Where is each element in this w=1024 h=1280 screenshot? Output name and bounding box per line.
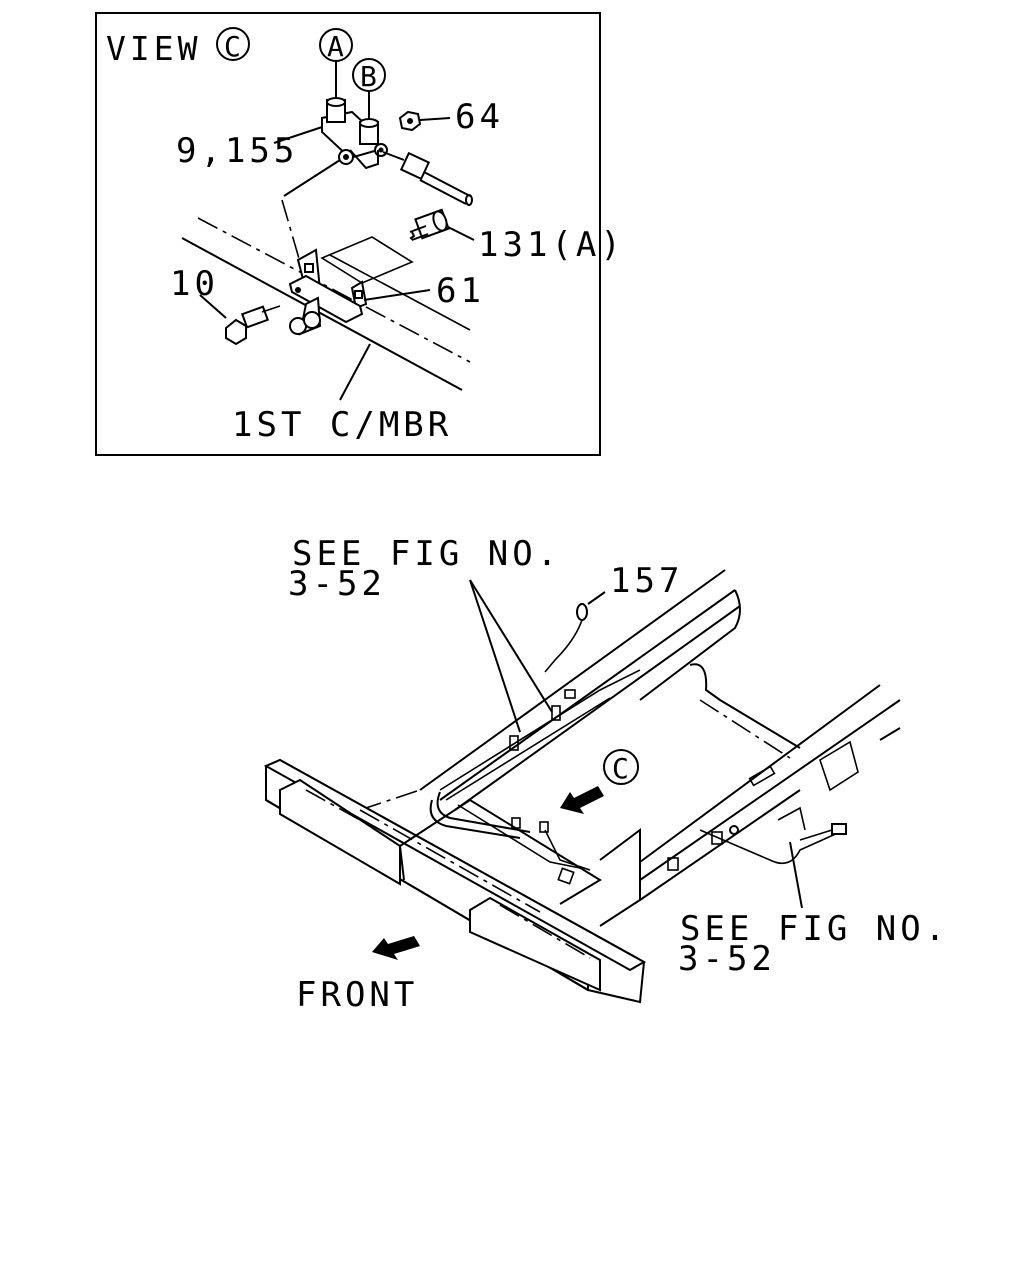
leader-crossmember bbox=[339, 343, 371, 401]
right-connector bbox=[729, 823, 847, 841]
pipe-marker-a: A bbox=[319, 28, 353, 102]
callout-junction: 9,155 bbox=[176, 131, 298, 171]
callout-nut: 64 bbox=[455, 97, 504, 137]
front-label: FRONT bbox=[296, 975, 418, 1015]
svg-text:B: B bbox=[360, 60, 377, 93]
svg-text:A: A bbox=[327, 30, 344, 63]
front-crossmember bbox=[359, 798, 602, 913]
see-fig-upper-line2: 3-52 bbox=[288, 564, 386, 604]
view-title: VIEW bbox=[106, 29, 201, 68]
crossmember-beam bbox=[181, 217, 471, 391]
pipe-fitting bbox=[382, 151, 473, 206]
view-detail-frame bbox=[95, 12, 601, 456]
sensor-157 bbox=[544, 591, 606, 673]
callout-bolt-upper: 131(A) bbox=[478, 225, 625, 265]
see-fig-lower: SEE FIG NO. 3-52 bbox=[678, 841, 949, 979]
callout-sensor: 157 bbox=[610, 561, 683, 601]
view-marker: C bbox=[216, 27, 250, 63]
leader-junction bbox=[273, 126, 323, 144]
pipe-clips bbox=[509, 689, 776, 885]
rear-crossmember bbox=[689, 663, 801, 759]
svg-text:C: C bbox=[612, 752, 629, 785]
view-detail-panel: VIEW C A B bbox=[95, 12, 625, 456]
see-fig-upper: SEE FIG NO. 3-52 bbox=[288, 534, 561, 733]
callout-bolt-lower: 10 bbox=[170, 264, 219, 304]
see-fig-lower-line1: SEE FIG NO. bbox=[680, 909, 949, 949]
pipe-marker-b: B bbox=[352, 58, 386, 120]
brake-pipes bbox=[429, 669, 841, 871]
chassis-illustration: 157 C bbox=[263, 534, 949, 1015]
view-direction-arrow bbox=[560, 786, 604, 814]
front-arrow bbox=[372, 936, 420, 960]
nut-64 bbox=[398, 110, 451, 132]
crossmember-label: 1ST C/MBR bbox=[232, 405, 452, 445]
right-frame-rail bbox=[599, 684, 901, 927]
left-frame-rail bbox=[359, 569, 741, 811]
view-c-reference: C bbox=[603, 749, 639, 785]
callout-bracket: 61 bbox=[436, 271, 485, 311]
svg-text:C: C bbox=[224, 30, 241, 63]
junction-block bbox=[321, 97, 388, 170]
bracket-61 bbox=[281, 159, 431, 336]
front-bumper bbox=[263, 758, 647, 1004]
see-fig-lower-line2: 3-52 bbox=[678, 939, 776, 979]
see-fig-upper-line1: SEE FIG NO. bbox=[292, 534, 561, 574]
bolt-131a bbox=[409, 208, 475, 241]
bolt-10 bbox=[199, 294, 281, 346]
